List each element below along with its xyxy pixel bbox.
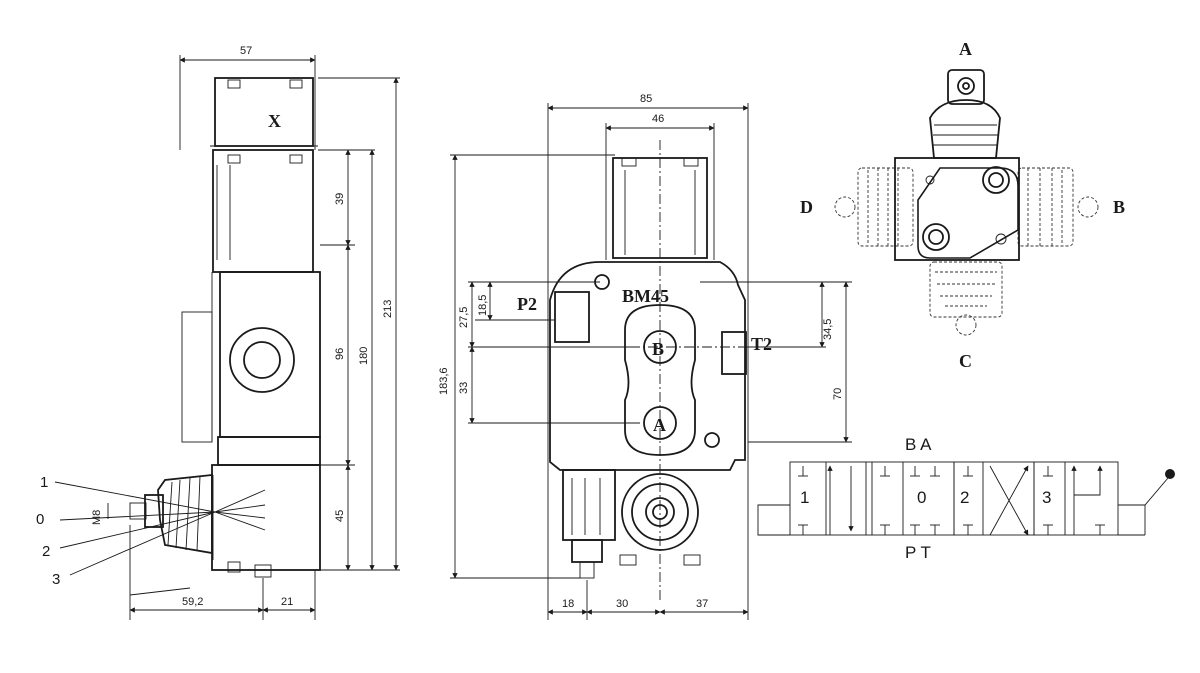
dim-18: 18	[562, 598, 574, 610]
port-b-label: B	[652, 339, 664, 359]
dim-m8: M8	[91, 510, 103, 525]
front-view: 85 46 B A P2 BM45 T2	[438, 93, 852, 620]
dim-34-5: 34,5	[822, 319, 834, 340]
top-view-label-d: D	[800, 197, 813, 217]
dim-57: 57	[240, 45, 252, 57]
dim-213: 213	[382, 300, 394, 318]
symbol-pos-3: 3	[1042, 488, 1051, 507]
dim-21: 21	[281, 596, 293, 608]
lever-position-2: 2	[42, 543, 50, 560]
port-p2-label: P2	[517, 294, 537, 314]
top-view: A B C D	[800, 39, 1125, 371]
lever-position-3: 3	[52, 571, 60, 588]
top-view-label-b: B	[1113, 197, 1125, 217]
side-view: 57 X	[36, 45, 400, 620]
dim-27-5: 27,5	[458, 307, 470, 328]
symbol-top-ports: B A	[905, 435, 932, 454]
dim-30: 30	[616, 598, 628, 610]
port-t2-label: T2	[751, 334, 772, 354]
dim-18-5: 18,5	[477, 295, 489, 316]
dim-46: 46	[652, 113, 664, 125]
port-a-label: A	[653, 415, 666, 435]
dim-180: 180	[358, 347, 370, 365]
model-label: BM45	[622, 286, 669, 306]
symbol-pos-0: 0	[917, 488, 926, 507]
dim-33: 33	[458, 382, 470, 394]
symbol-bottom-ports: P T	[905, 543, 931, 562]
top-view-label-a: A	[959, 39, 972, 59]
lever-position-1: 1	[40, 474, 48, 491]
lever-position-0: 0	[36, 511, 44, 528]
dim-70: 70	[832, 388, 844, 400]
hydraulic-symbol: B A P T 1 0 2 3	[757, 435, 1175, 562]
symbol-pos-2: 2	[960, 488, 969, 507]
dim-37: 37	[696, 598, 708, 610]
dim-39: 39	[334, 193, 346, 205]
dim-183-6: 183,6	[438, 367, 450, 395]
dim-85: 85	[640, 93, 652, 105]
top-view-label-c: C	[959, 351, 972, 371]
dim-59-2: 59,2	[182, 596, 203, 608]
symbol-pos-1: 1	[800, 488, 809, 507]
dim-45: 45	[334, 510, 346, 522]
dim-96: 96	[334, 348, 346, 360]
port-x-label: X	[268, 111, 281, 131]
